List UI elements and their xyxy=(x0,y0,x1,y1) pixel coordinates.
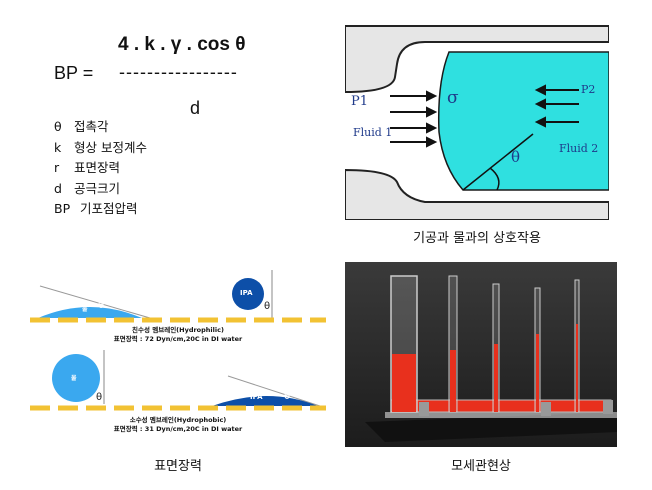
hydrophilic-title: 친수성 멤브레인(Hydrophilic) xyxy=(132,326,224,334)
legend-symbol: θ xyxy=(54,119,62,134)
label-theta: θ xyxy=(511,148,521,166)
legend-symbol: k xyxy=(54,139,62,155)
legend-text: 접촉각 xyxy=(74,119,109,134)
surface-tension-diagram: 물 θ IPA θ 친수성 멤브레인(Hydrophilic) 표면장력 : 7… xyxy=(30,258,326,446)
drop-ipa-label-top: IPA xyxy=(240,289,253,297)
label-fluid1: Fluid 1 xyxy=(353,126,393,139)
drop-ipa-label-bottom: IPA xyxy=(250,393,263,401)
legend-row-k: k 형상 보정계수 xyxy=(54,138,147,159)
theta-label-top-right: θ xyxy=(264,301,271,312)
pore-diagram-svg xyxy=(345,22,609,220)
hydrophilic-value: 표면장력 : 72 Dyn/cm,20C in DI water xyxy=(113,335,243,343)
label-p1: P1 xyxy=(351,94,369,109)
legend-symbol: r xyxy=(54,160,60,175)
label-fluid2: Fluid 2 xyxy=(559,142,599,155)
theta-label-bottom-right: θ xyxy=(284,391,291,402)
formula-fraction-bar: ----------------- xyxy=(119,62,238,82)
formula-legend: θ 접촉각 k 형상 보정계수 r 표면장력 d 공극크기 BP 기포점압력 xyxy=(54,117,147,220)
legend-symbol: d xyxy=(54,180,62,196)
surface-tension-svg xyxy=(30,270,326,411)
pore-diagram-caption: 기공과 물과의 상호작용 xyxy=(413,231,541,246)
legend-row-bp: BP 기포점압력 xyxy=(54,199,147,220)
drop-water-label-top: 물 xyxy=(82,306,88,313)
drop-water-label-bottom: 물 xyxy=(71,375,77,382)
hydrophobic-title: 소수성 멤브레인(Hydrophobic) xyxy=(129,416,227,424)
formula-numerator: 4 . k . γ . cos θ xyxy=(118,34,246,55)
hydrophobic-value: 표면장력 : 31 Dyn/cm,20C in DI water xyxy=(113,425,243,433)
legend-text: 표면장력 xyxy=(74,160,121,175)
legend-symbol: BP xyxy=(54,201,71,216)
legend-row-theta: θ 접촉각 xyxy=(54,117,147,138)
label-sigma: σ xyxy=(447,88,459,108)
pore-diagram: P1 σ Fluid 1 P2 Fluid 2 θ xyxy=(345,22,609,220)
legend-text: 형상 보정계수 xyxy=(74,139,147,155)
legend-text: 공극크기 xyxy=(74,180,121,196)
theta-label-bottom-left: θ xyxy=(96,392,103,403)
capillary-photo xyxy=(345,262,617,447)
capillary-photo-svg xyxy=(345,262,617,447)
legend-text: 기포점압력 xyxy=(80,201,138,216)
theta-label-top-left: θ xyxy=(98,300,105,311)
capillary-caption: 모세관현상 xyxy=(451,459,511,474)
surface-tension-caption: 표면장력 xyxy=(154,459,202,474)
hydrophilic-caption: 친수성 멤브레인(Hydrophilic) 표면장력 : 72 Dyn/cm,2… xyxy=(30,326,326,344)
label-p2: P2 xyxy=(581,83,596,96)
legend-row-r: r 표면장력 xyxy=(54,158,147,179)
formula-denominator: d xyxy=(190,98,201,118)
formula-lhs: BP = xyxy=(54,63,94,83)
hydrophobic-caption: 소수성 멤브레인(Hydrophobic) 표면장력 : 31 Dyn/cm,2… xyxy=(30,416,326,434)
legend-row-d: d 공극크기 xyxy=(54,179,147,200)
